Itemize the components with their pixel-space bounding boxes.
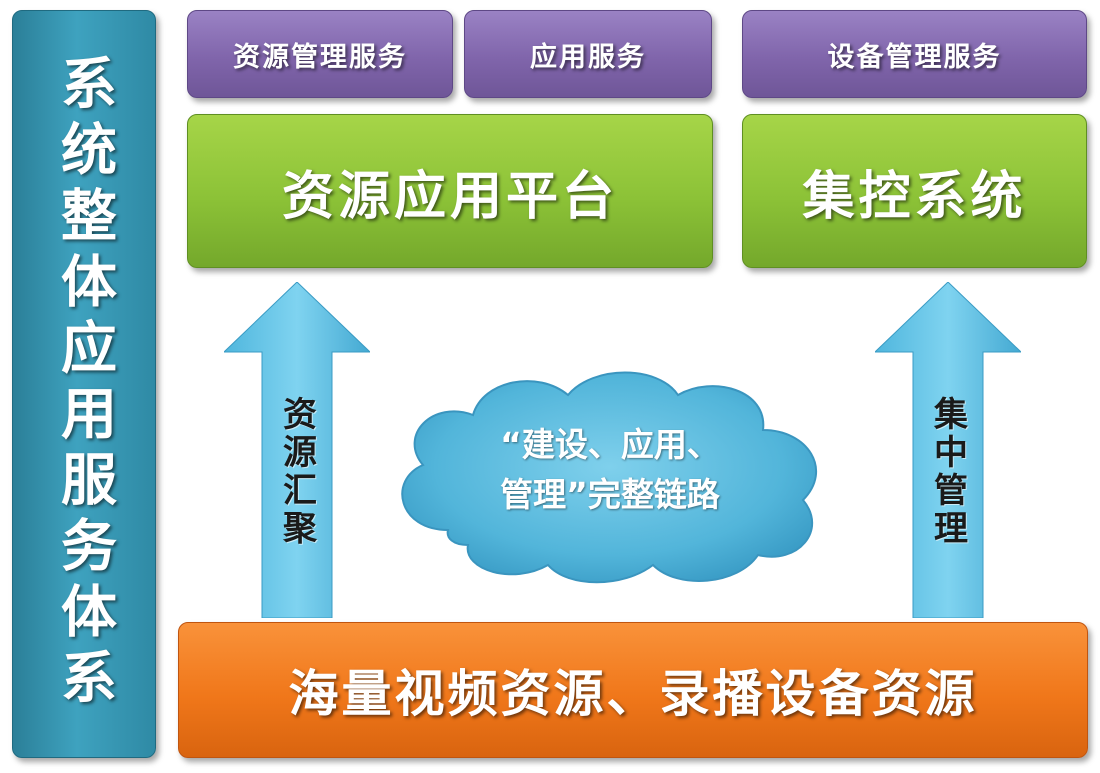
resource-application-platform-box: 资源应用平台 bbox=[187, 114, 713, 268]
cloud-text: “建设、应用、 管理”完整链路 bbox=[410, 420, 810, 520]
device-management-service-label: 设备管理服务 bbox=[827, 41, 1002, 73]
right-arrow-label-box: 集中管理 bbox=[913, 372, 983, 572]
resource-management-service-box: 资源管理服务 bbox=[187, 10, 453, 98]
left-arrow-label-box: 资源汇聚 bbox=[262, 372, 332, 572]
application-service-box: 应用服务 bbox=[464, 10, 712, 98]
system-title-bar: 系统整体应用服务体系 bbox=[12, 10, 156, 758]
left-arrow-label: 资源汇聚 bbox=[276, 396, 317, 548]
cloud-text-line1: “建设、应用、 bbox=[500, 425, 720, 464]
application-service-label: 应用服务 bbox=[530, 41, 646, 73]
cloud-shape bbox=[401, 371, 817, 584]
resource-base-label: 海量视频资源、录播设备资源 bbox=[288, 665, 978, 723]
central-control-system-label: 集控系统 bbox=[802, 166, 1027, 227]
system-title: 系统整体应用服务体系 bbox=[51, 54, 117, 714]
left-up-arrow bbox=[224, 282, 370, 618]
right-arrow-label: 集中管理 bbox=[927, 396, 968, 548]
resource-base-box: 海量视频资源、录播设备资源 bbox=[178, 622, 1088, 758]
resource-management-service-label: 资源管理服务 bbox=[233, 41, 407, 73]
resource-application-platform-label: 资源应用平台 bbox=[281, 166, 618, 227]
right-up-arrow bbox=[875, 282, 1021, 618]
central-control-system-box: 集控系统 bbox=[742, 114, 1087, 268]
cloud-text-line2: 管理”完整链路 bbox=[500, 475, 720, 514]
device-management-service-box: 设备管理服务 bbox=[742, 10, 1087, 98]
